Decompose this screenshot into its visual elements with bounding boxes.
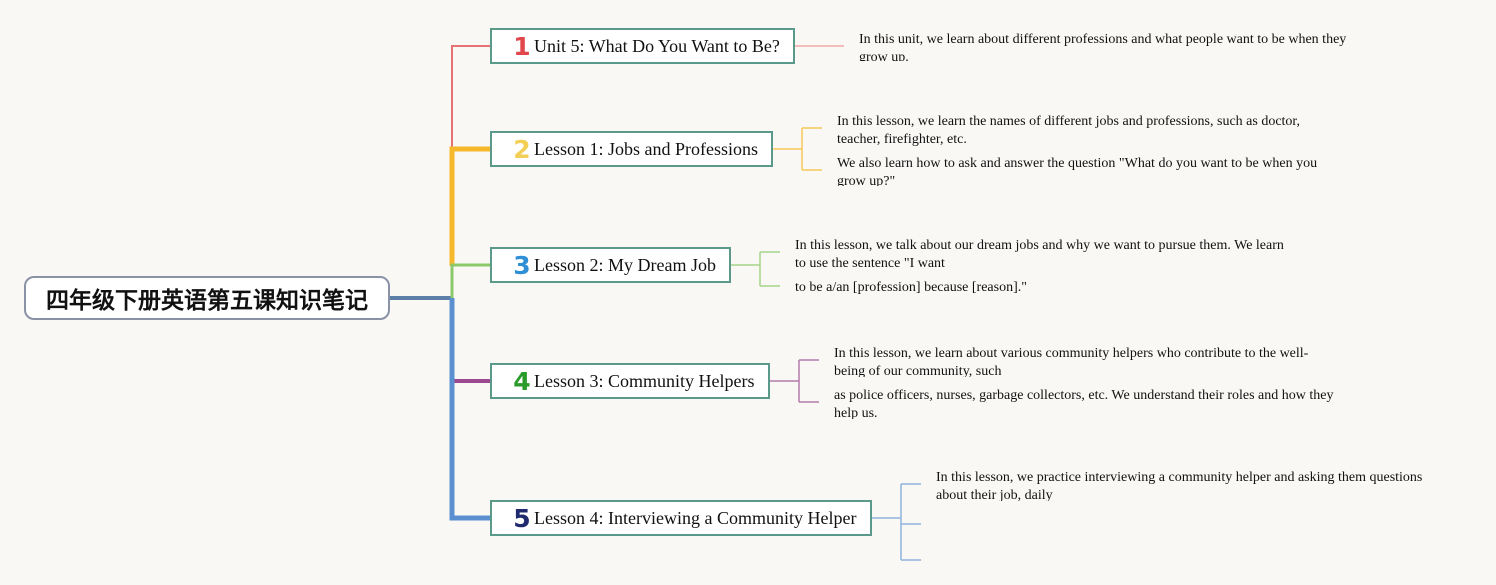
topic-node-1[interactable]: 1 Unit 5: What Do You Want to Be? bbox=[490, 28, 795, 64]
topic-title-4: Lesson 3: Community Helpers bbox=[534, 370, 755, 391]
branch-line-3 bbox=[450, 263, 490, 298]
note-connector-4 bbox=[769, 359, 819, 403]
number-badge-5: 5 bbox=[513, 503, 531, 533]
topic-node-4[interactable]: 4 Lesson 3: Community Helpers bbox=[490, 363, 770, 399]
note-connector-2 bbox=[772, 127, 822, 171]
note-5-1: In this lesson, we practice interviewing… bbox=[936, 470, 1423, 501]
number-badge-4: 4 bbox=[513, 366, 531, 396]
note-4-2: as police officers, nurses, garbage coll… bbox=[834, 388, 1334, 419]
number-badge-1: 1 bbox=[513, 31, 531, 61]
note-4-1: In this lesson, we learn about various c… bbox=[834, 346, 1309, 377]
topic-title-1: Unit 5: What Do You Want to Be? bbox=[534, 35, 780, 56]
root-node[interactable]: 四年级下册英语第五课知识笔记 bbox=[24, 276, 390, 320]
note-3-2: to be a/an [profession] because [reason]… bbox=[795, 280, 1027, 295]
note-2-1: In this lesson, we learn the names of di… bbox=[837, 114, 1301, 147]
branch-line-2 bbox=[449, 146, 490, 266]
note-2-2: We also learn how to ask and answer the … bbox=[837, 156, 1318, 186]
note-connector-5 bbox=[871, 483, 921, 561]
topic-title-3: Lesson 2: My Dream Job bbox=[534, 254, 716, 275]
note-3-1: In this lesson, we talk about our dream … bbox=[795, 238, 1284, 271]
number-badge-2: 2 bbox=[513, 134, 531, 164]
note-connector-3 bbox=[730, 251, 780, 287]
topic-title-5: Lesson 4: Interviewing a Community Helpe… bbox=[534, 507, 857, 528]
topic-node-3[interactable]: 3 Lesson 2: My Dream Job bbox=[490, 247, 731, 283]
topic-node-2[interactable]: 2 Lesson 1: Jobs and Professions bbox=[490, 131, 773, 167]
root-title: 四年级下册英语第五课知识笔记 bbox=[46, 288, 368, 314]
topic-title-2: Lesson 1: Jobs and Professions bbox=[534, 138, 758, 159]
branch-line-5 bbox=[449, 298, 490, 521]
topic-node-5[interactable]: 5 Lesson 4: Interviewing a Community Hel… bbox=[490, 500, 872, 536]
number-badge-3: 3 bbox=[513, 250, 531, 280]
note-1-1: In this unit, we learn about different p… bbox=[859, 32, 1347, 61]
branch-line-1 bbox=[451, 45, 490, 150]
